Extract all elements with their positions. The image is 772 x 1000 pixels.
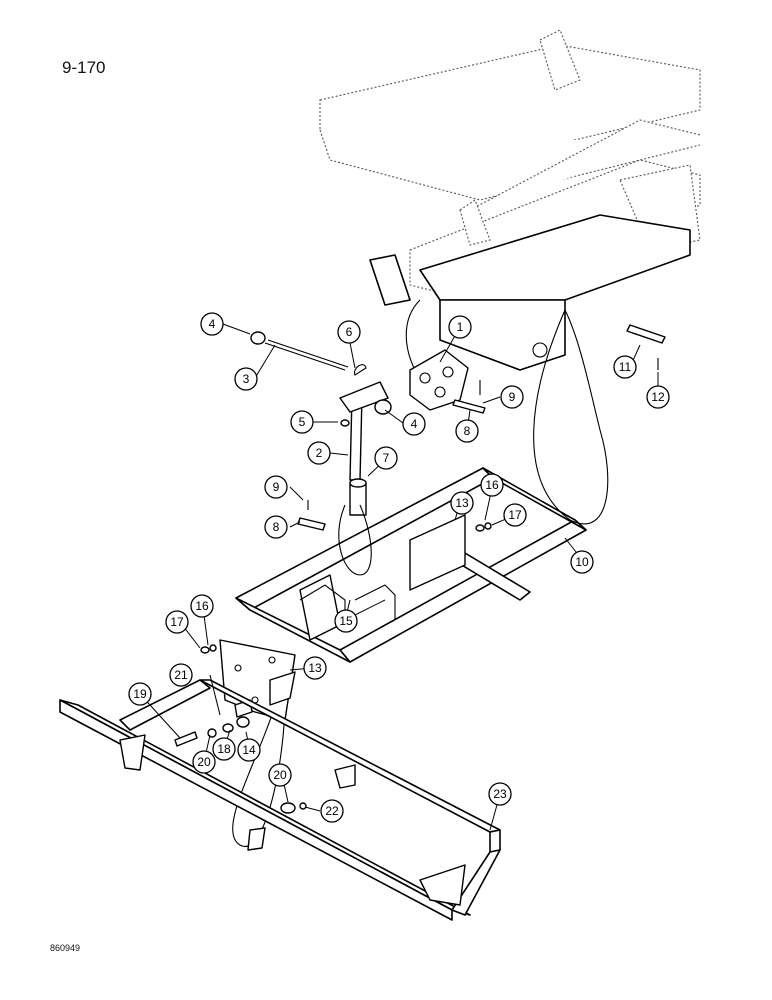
pins	[297, 324, 666, 531]
callout-9: 9	[264, 475, 288, 499]
callout-18: 18	[212, 737, 236, 761]
callout-5: 5	[290, 410, 314, 434]
callout-10: 10	[570, 550, 594, 574]
pin-sleeve	[349, 478, 367, 516]
svg-text:17: 17	[508, 508, 522, 522]
callout-22: 22	[320, 799, 344, 823]
callout-11: 11	[613, 355, 637, 379]
callout-7: 7	[374, 446, 398, 470]
svg-text:5: 5	[299, 415, 306, 429]
callout-12: 12	[646, 385, 670, 409]
callout-21: 21	[169, 663, 193, 687]
callout-2: 2	[307, 441, 331, 465]
callout-14: 14	[237, 738, 261, 762]
callout-19: 19	[128, 682, 152, 706]
callout-17: 17	[503, 503, 527, 527]
threaded-adjuster	[339, 364, 392, 481]
svg-text:16: 16	[485, 478, 499, 492]
svg-text:9: 9	[273, 480, 280, 494]
page-number: 9-170	[62, 58, 106, 77]
svg-text:4: 4	[209, 317, 216, 331]
svg-text:13: 13	[308, 661, 322, 675]
callout-20: 20	[268, 763, 292, 787]
lift-bracket	[409, 349, 469, 411]
svg-text:10: 10	[575, 555, 589, 569]
svg-text:21: 21	[174, 668, 188, 682]
svg-text:22: 22	[325, 804, 339, 818]
callout-8: 8	[264, 515, 288, 539]
svg-text:11: 11	[619, 360, 632, 374]
svg-text:2: 2	[316, 446, 323, 460]
callout-13: 13	[303, 656, 327, 680]
middle-frame	[235, 467, 587, 663]
lower-hardware	[174, 522, 492, 814]
svg-text:13: 13	[455, 496, 469, 510]
svg-text:16: 16	[195, 599, 209, 613]
svg-text:9: 9	[509, 390, 516, 404]
svg-text:6: 6	[346, 325, 353, 339]
callout-4: 4	[402, 412, 426, 436]
callout-6: 6	[337, 320, 361, 344]
callout-15: 15	[334, 609, 358, 633]
callout-9: 9	[500, 385, 524, 409]
callouts: 1 2 3 4 4 5 6 7 8 8 9 9 10 11 12 13 13 1…	[128, 312, 670, 823]
svg-text:18: 18	[217, 742, 231, 756]
hitch-bracket-frame	[369, 214, 691, 371]
callout-1: 1	[448, 315, 472, 339]
svg-text:8: 8	[273, 520, 280, 534]
adjusting-rod	[250, 331, 349, 371]
callout-13: 13	[450, 491, 474, 515]
svg-text:19: 19	[133, 687, 147, 701]
svg-text:7: 7	[383, 451, 390, 465]
callout-17: 17	[165, 610, 189, 634]
drawing-code: 860949	[50, 943, 81, 953]
callout-8: 8	[455, 419, 479, 443]
svg-text:3: 3	[243, 372, 250, 386]
svg-text:23: 23	[493, 787, 507, 801]
svg-text:4: 4	[411, 417, 418, 431]
lower-frame	[59, 679, 501, 921]
callout-23: 23	[488, 782, 512, 806]
callout-16: 16	[190, 594, 214, 618]
callout-16: 16	[480, 473, 504, 497]
svg-text:17: 17	[170, 615, 184, 629]
svg-text:12: 12	[651, 390, 665, 404]
svg-text:20: 20	[197, 755, 211, 769]
svg-text:14: 14	[242, 743, 256, 757]
svg-text:8: 8	[464, 424, 471, 438]
svg-text:20: 20	[273, 768, 287, 782]
svg-text:1: 1	[457, 320, 464, 334]
svg-text:15: 15	[339, 614, 353, 628]
callout-20: 20	[192, 750, 216, 774]
callout-3: 3	[234, 367, 258, 391]
callout-4: 4	[200, 312, 224, 336]
